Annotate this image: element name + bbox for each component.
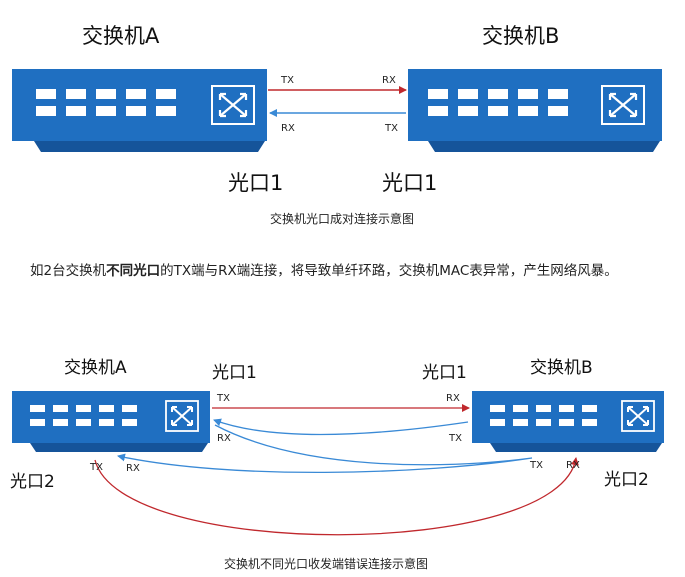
d2-a-port1-label: 光口1 bbox=[212, 363, 257, 383]
d2-link-b1-tx-to-a-rx2 bbox=[213, 418, 469, 436]
d2-a-tx1-label: TX bbox=[216, 393, 230, 404]
d1-switch-b-exchange-icon bbox=[601, 85, 645, 125]
d1-a-rx-label: RX bbox=[281, 123, 295, 134]
paragraph-bold: 不同光口 bbox=[106, 263, 161, 279]
paragraph-before: 如2台交换机 bbox=[30, 263, 107, 279]
d2-switch-a-exchange-icon bbox=[165, 400, 199, 432]
d2-b-tx1-label: TX bbox=[448, 433, 462, 444]
d2-switch-b-ports bbox=[490, 405, 597, 426]
paragraph-after: 的TX端与RX端连接，将导致单纤环路，交换机MAC表异常，产生网络风暴。 bbox=[160, 263, 618, 279]
d2-switch-b bbox=[472, 391, 664, 452]
d1-b-tx-label: TX bbox=[384, 123, 398, 134]
d2-switch-a-ports bbox=[30, 405, 137, 426]
d1-b-rx-label: RX bbox=[382, 75, 396, 86]
d2-b-rx2-label: RX bbox=[566, 460, 580, 471]
d1-switch-a bbox=[12, 69, 267, 152]
d2-switch-a-title: 交换机A bbox=[64, 358, 127, 378]
d2-switch-b-title: 交换机B bbox=[530, 358, 593, 378]
d2-a-rx2-label: RX bbox=[126, 463, 140, 474]
d2-link-a2-tx-to-b2-rx bbox=[94, 457, 579, 536]
d1-b-port-label: 光口1 bbox=[382, 171, 437, 195]
d1-switch-a-exchange-icon bbox=[211, 85, 255, 125]
d1-a-tx-label: TX bbox=[280, 75, 294, 86]
d1-switch-a-title: 交换机A bbox=[82, 24, 160, 48]
d2-b-port1-label: 光口1 bbox=[422, 363, 467, 383]
d2-switch-a bbox=[12, 391, 210, 452]
d2-a-rx1-label: RX bbox=[217, 433, 231, 444]
d1-switch-b-title: 交换机B bbox=[482, 24, 559, 48]
d2-b-tx2-label: TX bbox=[529, 460, 543, 471]
d1-switch-a-ports bbox=[36, 89, 176, 116]
d1-switch-b-ports bbox=[428, 89, 568, 116]
d2-link-b2-tx-to-a2-rx bbox=[118, 424, 533, 474]
d2-caption: 交换机不同光口收发端错误连接示意图 bbox=[224, 556, 428, 571]
d1-switch-b bbox=[408, 69, 662, 152]
explanation-paragraph: 如2台交换机不同光口的TX端与RX端连接，将导致单纤环路，交换机MAC表异常，产… bbox=[0, 258, 685, 284]
d1-caption: 交换机光口成对连接示意图 bbox=[270, 211, 414, 226]
d2-b-rx1-label: RX bbox=[446, 393, 460, 404]
d2-a-port2-label: 光口2 bbox=[10, 472, 55, 492]
d2-a-tx2-label: TX bbox=[89, 462, 103, 473]
d1-a-port-label: 光口1 bbox=[228, 171, 283, 195]
d2-switch-b-exchange-icon bbox=[621, 400, 655, 432]
d2-b-port2-label: 光口2 bbox=[604, 470, 649, 490]
